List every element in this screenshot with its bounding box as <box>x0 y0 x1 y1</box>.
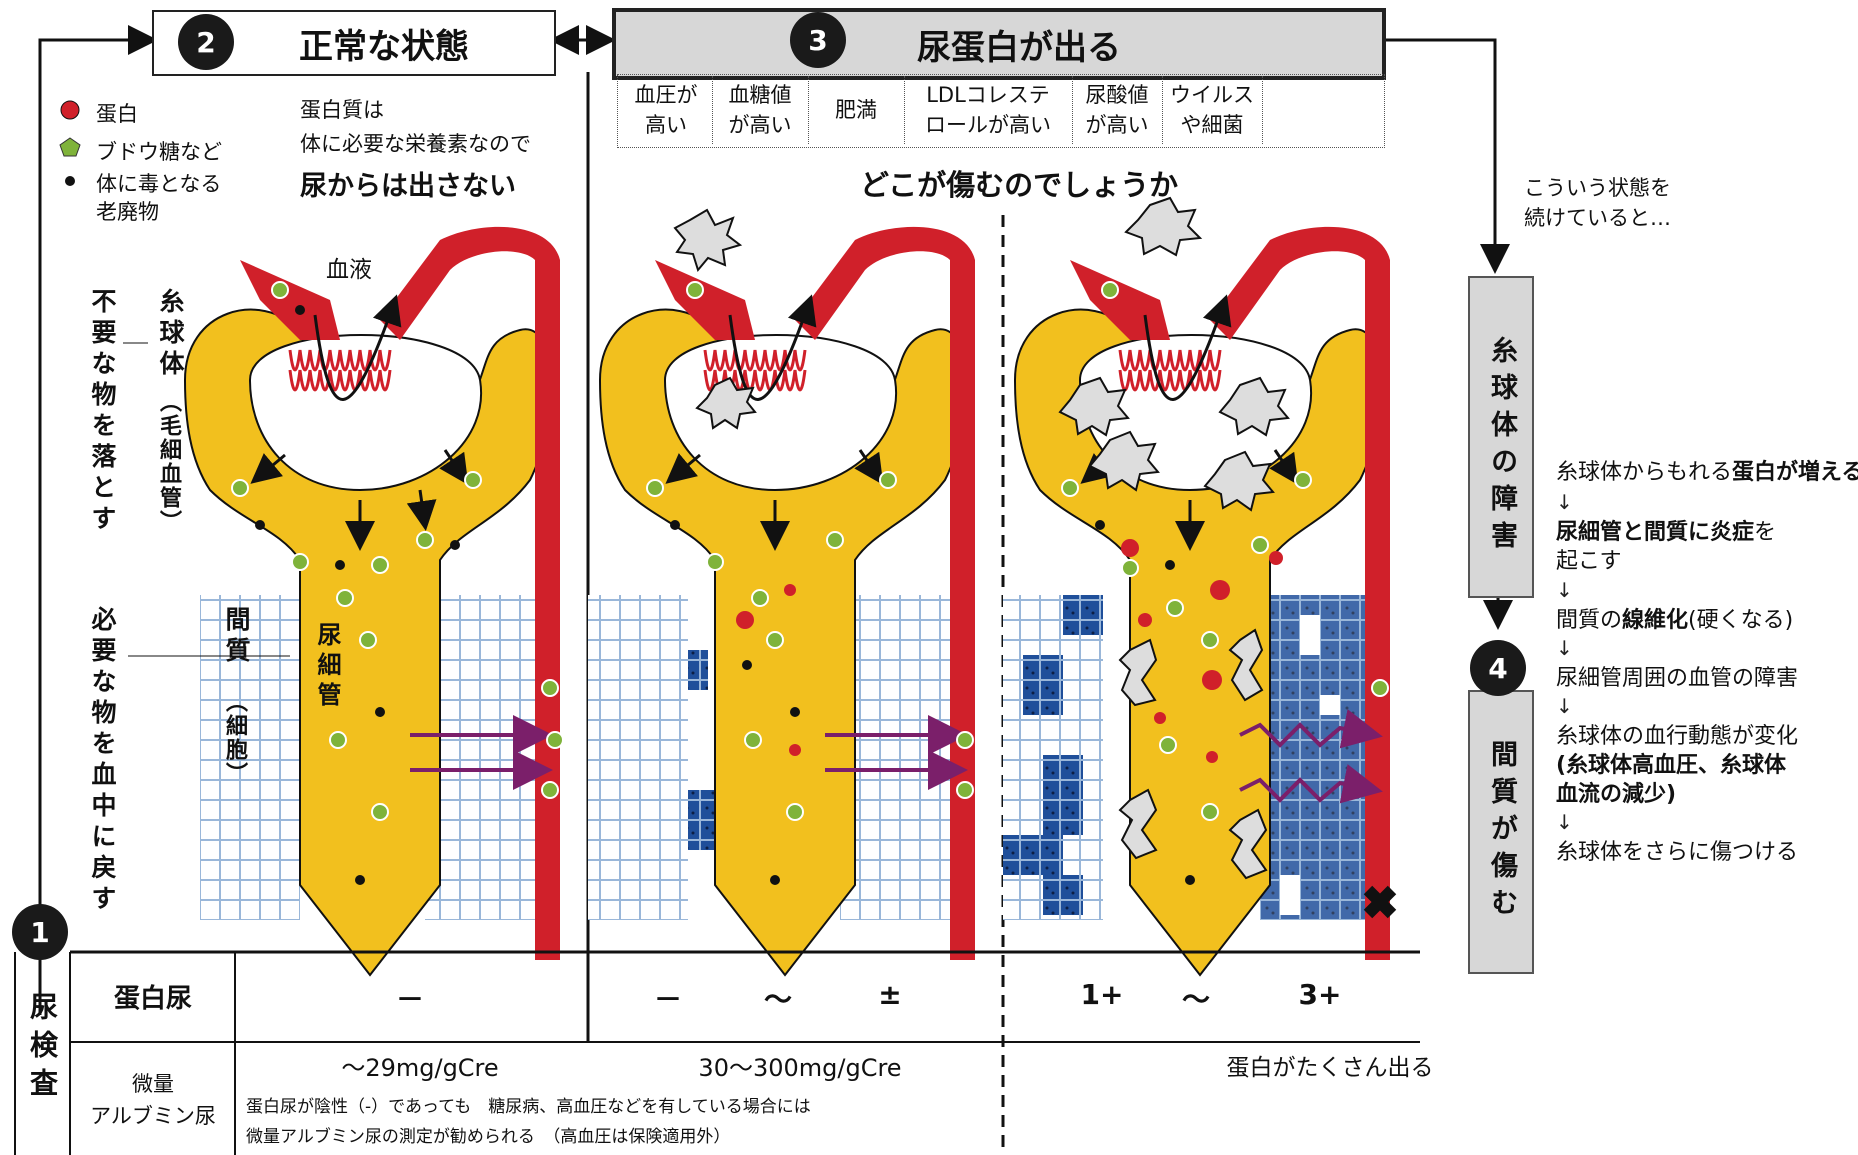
proteinuria-row-label: 蛋白尿 <box>72 978 234 1015</box>
continue-text-2: 続けていると… <box>1524 202 1671 232</box>
tubule-label: 尿細管 <box>310 622 345 712</box>
albumin-value-mild: 30～300mg/gCre <box>660 1048 940 1083</box>
progression-line-3: 起こす <box>1556 547 1622 576</box>
protein-value-mild-high: ± <box>860 978 920 1011</box>
step-2-badge: 2 <box>178 14 234 70</box>
cause-high-uric-acid: 尿酸値 が高い <box>1072 76 1163 144</box>
flow-arrow-3-damage <box>1380 40 1495 268</box>
drop-unneeded-label: 不要な物を落とす <box>84 288 120 536</box>
cause-virus-bacteria: ウイルス や細菌 <box>1162 76 1263 144</box>
albumin-value-severe: 蛋白がたくさん出る <box>1210 1048 1450 1082</box>
interstitium-label: 間質 <box>218 606 254 668</box>
step-4-badge: 4 <box>1470 640 1526 696</box>
protein-value-mild-low: － <box>638 978 698 1018</box>
progression-arrow-1: ↓ <box>1556 490 1573 514</box>
albumin-note-1: 蛋白尿が陰性（-）であっても 糖尿病、高血圧などを有している場合には <box>246 1092 811 1117</box>
protein-value-severe-low: 1+ <box>1062 978 1142 1011</box>
interstitial-damage-label: 間質が傷む <box>1482 740 1521 925</box>
protein-value-normal: － <box>380 978 440 1018</box>
progression-line-6: 糸球体の血行動態が変化 <box>1556 722 1798 751</box>
cause-high-blood-pressure: 血圧が 高い <box>620 76 713 144</box>
return-needed-label: 必要な物を血中に戻す <box>84 606 120 916</box>
legend-waste-label-2: 老廃物 <box>96 196 159 226</box>
legend-waste-label-1: 体に毒となる <box>96 168 221 198</box>
glomerulus-sub-label: （毛細血管） <box>152 390 184 534</box>
where-damaged-question: どこが傷むのでしょうか <box>860 162 1178 204</box>
protein-value-mild-tilde: ～ <box>748 978 808 1018</box>
albumin-note-2: 微量アルブミン尿の測定が勧められる （高血圧は保険適用外） <box>246 1122 730 1147</box>
progression-line-2: 尿細管と間質に炎症を <box>1556 518 1776 547</box>
progression-line-1: 糸球体からもれる蛋白が増える <box>1556 458 1858 487</box>
progression-line-8: 血流の減少) <box>1556 780 1676 809</box>
interstitium-sub-label: （細胞） <box>218 690 250 786</box>
normal-text-1: 蛋白質は <box>300 94 384 124</box>
normal-text-2: 体に必要な栄養素なので <box>300 128 531 158</box>
protein-value-severe-high: 3+ <box>1280 978 1360 1011</box>
blood-label: 血液 <box>326 250 372 284</box>
cause-high-blood-sugar: 血糖値 が高い <box>712 76 809 144</box>
cause-high-ldl: LDLコレステ ロールが高い <box>904 76 1073 144</box>
normal-state-title: 正常な状態 <box>299 19 469 68</box>
albumin-value-normal: ～29mg/gCre <box>300 1048 540 1083</box>
progression-arrow-5: ↓ <box>1556 810 1573 834</box>
legend-glucose-label: ブドウ糖など <box>96 136 222 166</box>
albuminuria-label-1: 微量 <box>72 1068 234 1098</box>
albuminuria-label-2: アルブミン尿 <box>72 1100 234 1130</box>
waste-legend-icon <box>65 176 75 186</box>
progression-line-5: 尿細管周囲の血管の障害 <box>1556 664 1798 693</box>
progression-arrow-2: ↓ <box>1556 578 1573 602</box>
progression-line-4: 間質の線維化(硬くなる) <box>1556 606 1793 635</box>
progression-line-9: 糸球体をさらに傷つける <box>1556 838 1798 867</box>
glomerular-damage-label: 糸球体の障害 <box>1482 336 1521 558</box>
blocked-x-icon <box>1368 890 1392 914</box>
step-1-badge: 1 <box>12 904 68 960</box>
normal-text-3: 尿からは出さない <box>300 164 516 203</box>
cause-obesity: 肥満 <box>808 76 905 144</box>
urine-test-label: 尿検査 <box>22 992 62 1106</box>
glomerulus-label: 糸球体 <box>152 288 188 381</box>
glucose-legend-icon <box>60 138 80 156</box>
legend-protein-label: 蛋白 <box>96 98 138 128</box>
progression-arrow-4: ↓ <box>1556 694 1573 718</box>
proteinuria-header: 尿蛋白が出る <box>612 8 1386 80</box>
continue-text-1: こういう状態を <box>1524 172 1671 202</box>
proteinuria-title: 尿蛋白が出る <box>917 20 1121 69</box>
protein-value-severe-tilde: ～ <box>1166 978 1226 1018</box>
protein-legend-icon <box>61 101 79 119</box>
progression-arrow-3: ↓ <box>1556 636 1573 660</box>
step-3-badge: 3 <box>790 12 846 68</box>
progression-line-7: (糸球体高血圧、糸球体 <box>1556 751 1786 780</box>
